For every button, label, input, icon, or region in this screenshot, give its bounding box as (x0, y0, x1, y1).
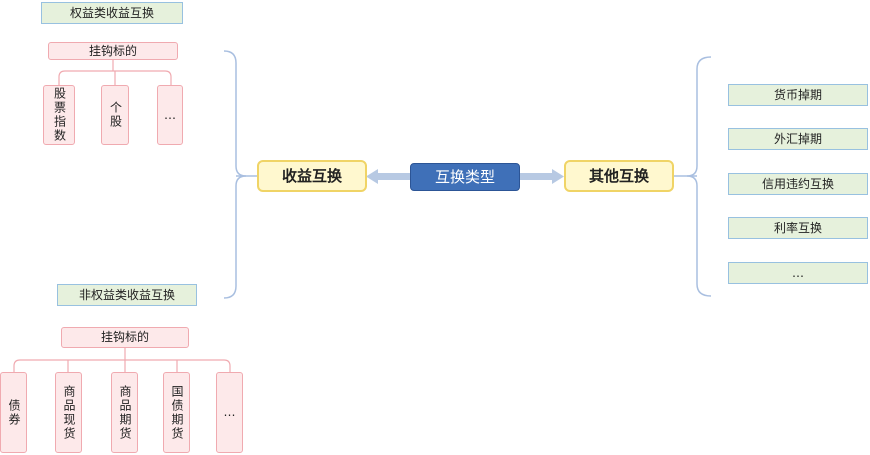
other-item-interest-rate-swap: 利率互换 (728, 217, 868, 239)
return-swap-node: 收益互换 (257, 160, 367, 192)
non-equity-item-more: … (216, 372, 243, 453)
other-swap-node: 其他互换 (564, 160, 674, 192)
non-equity-return-swap-title: 非权益类收益互换 (57, 284, 197, 306)
non-equity-item-bond: 债券 (0, 372, 27, 453)
swap-types-label: 互换类型 (434, 167, 495, 186)
other-swap-label: 其他互换 (588, 166, 649, 185)
equity-item-stock-index: 股票指数 (43, 85, 75, 145)
arrow-to-right (519, 169, 564, 184)
other-item-fx-swap: 外汇掉期 (728, 128, 868, 150)
swap-types-node: 互换类型 (410, 163, 520, 191)
non-equity-tree-lines (13, 348, 231, 372)
left-bracket (223, 50, 247, 299)
equity-return-swap-title: 权益类收益互换 (41, 2, 183, 24)
other-item-cds: 信用违约互换 (728, 173, 868, 195)
non-equity-item-commodity-futures: 商品期货 (111, 372, 138, 453)
non-equity-item-commodity-spot: 商品现货 (55, 372, 82, 453)
return-swap-label: 收益互换 (281, 166, 342, 185)
equity-item-more: … (157, 85, 183, 145)
non-equity-item-treasury-futures: 国债期货 (163, 372, 190, 453)
other-item-more: … (728, 262, 868, 284)
non-equity-underlying-node: 挂钩标的 (61, 327, 189, 348)
other-item-currency-swap: 货币掉期 (728, 84, 868, 106)
arrow-to-left (366, 169, 411, 184)
equity-underlying-node: 挂钩标的 (48, 42, 178, 60)
equity-tree-lines (58, 60, 172, 85)
equity-item-single-stock: 个股 (101, 85, 129, 145)
